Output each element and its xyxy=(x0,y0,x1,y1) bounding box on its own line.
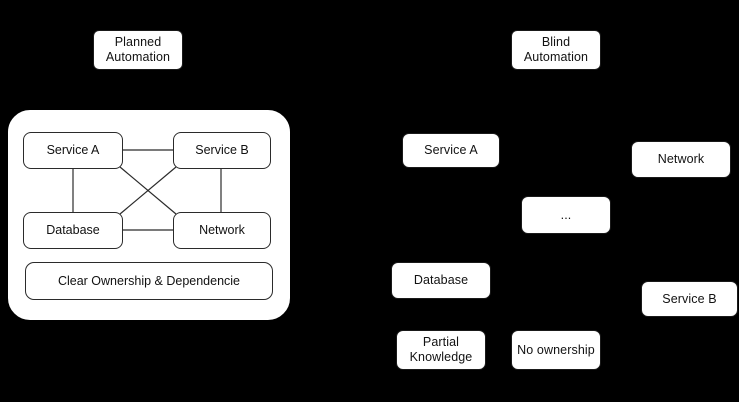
planned-automation-title: Planned Automation xyxy=(93,30,183,70)
left-node-network[interactable]: Network xyxy=(173,212,271,249)
right-node-partial-knowledge[interactable]: Partial Knowledge xyxy=(396,330,486,370)
right-node-no-ownership[interactable]: No ownership xyxy=(511,330,601,370)
left-node-clear-ownership[interactable]: Clear Ownership & Dependencie xyxy=(25,262,273,300)
right-node-service-a[interactable]: Service A xyxy=(402,133,500,168)
left-node-service-a[interactable]: Service A xyxy=(23,132,123,169)
right-node-database[interactable]: Database xyxy=(391,262,491,299)
blind-automation-title: Blind Automation xyxy=(511,30,601,70)
left-node-service-b[interactable]: Service B xyxy=(173,132,271,169)
right-node-ellipsis[interactable]: ... xyxy=(521,196,611,234)
right-node-service-b[interactable]: Service B xyxy=(641,281,738,317)
right-node-network[interactable]: Network xyxy=(631,141,731,178)
left-node-database[interactable]: Database xyxy=(23,212,123,249)
